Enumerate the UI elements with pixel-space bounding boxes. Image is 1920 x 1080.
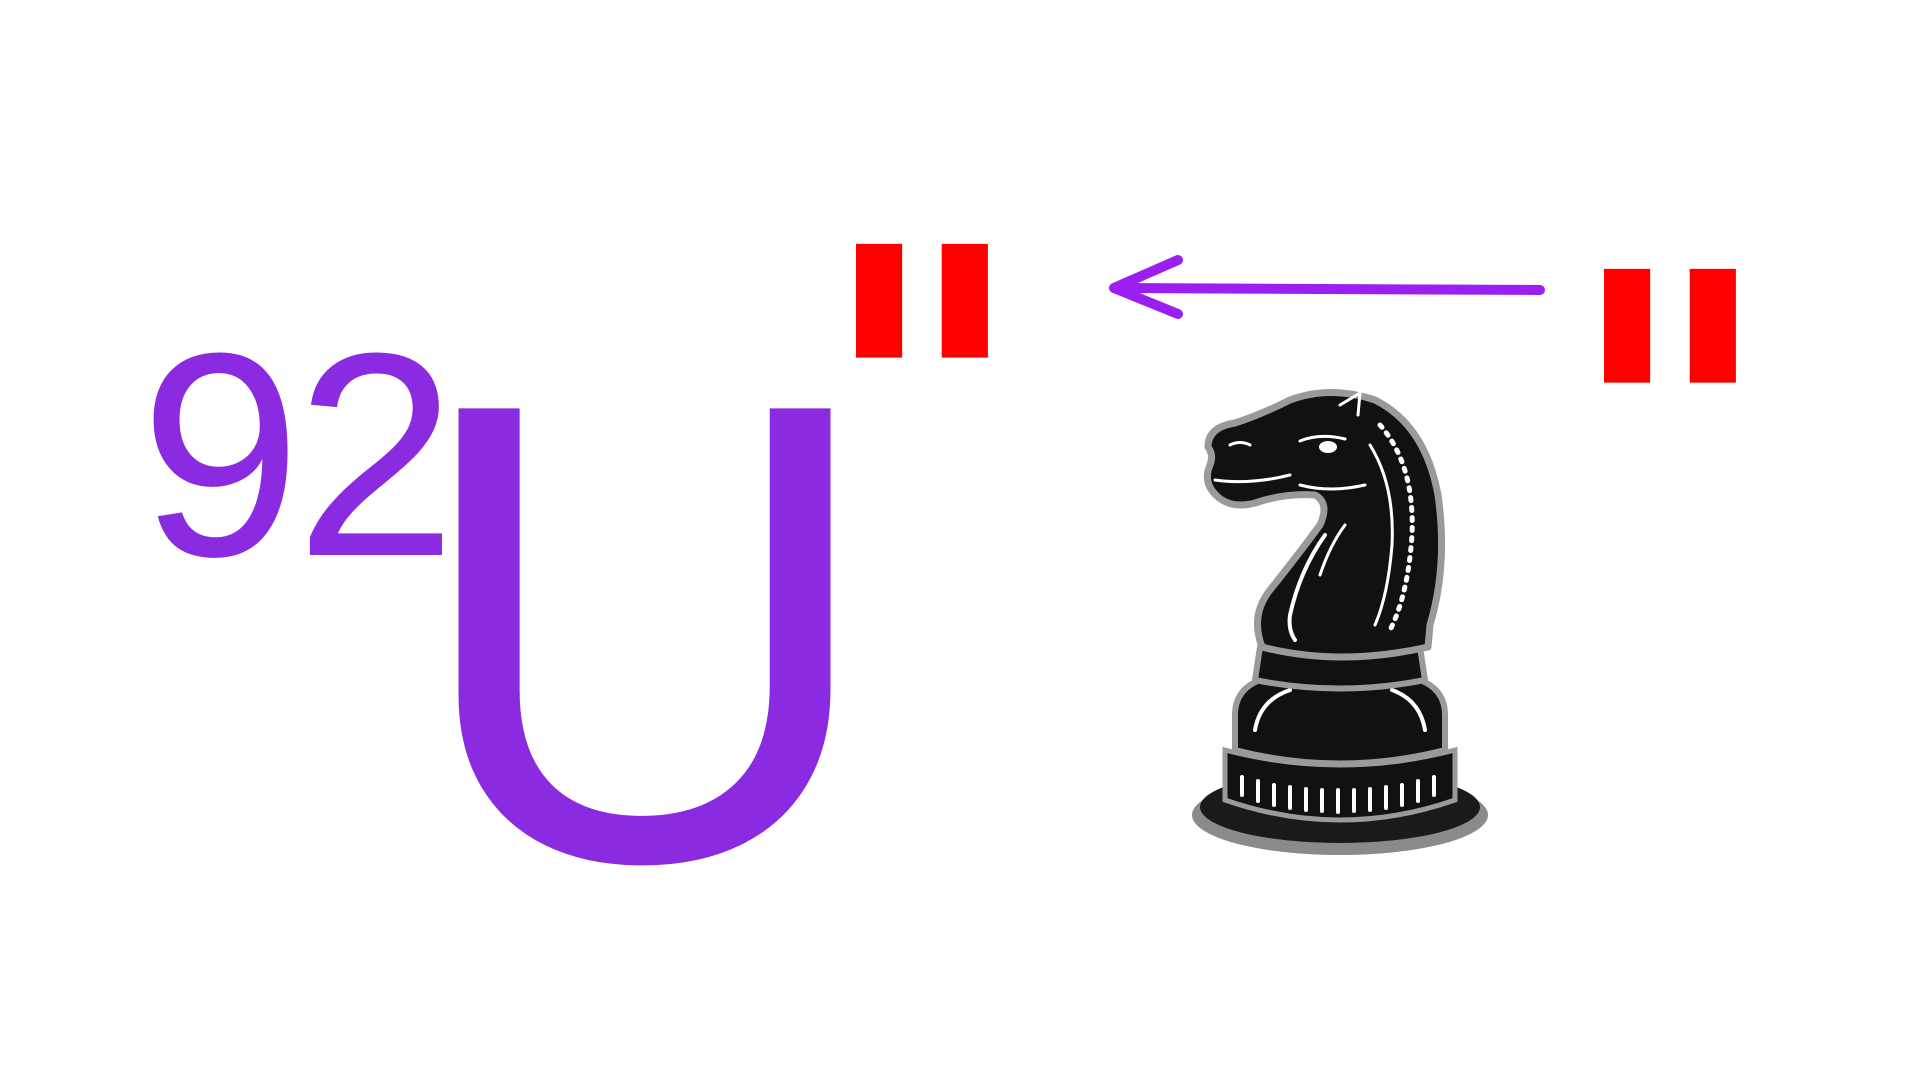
chess-knight-icon [1192, 389, 1488, 855]
right-quote-mark: " [1566, 186, 1774, 675]
arrow-left-icon [1109, 255, 1545, 319]
element-symbol: U [408, 266, 882, 998]
atomic-number: 92 [140, 293, 457, 617]
left-quote-mark: " [818, 161, 1026, 650]
